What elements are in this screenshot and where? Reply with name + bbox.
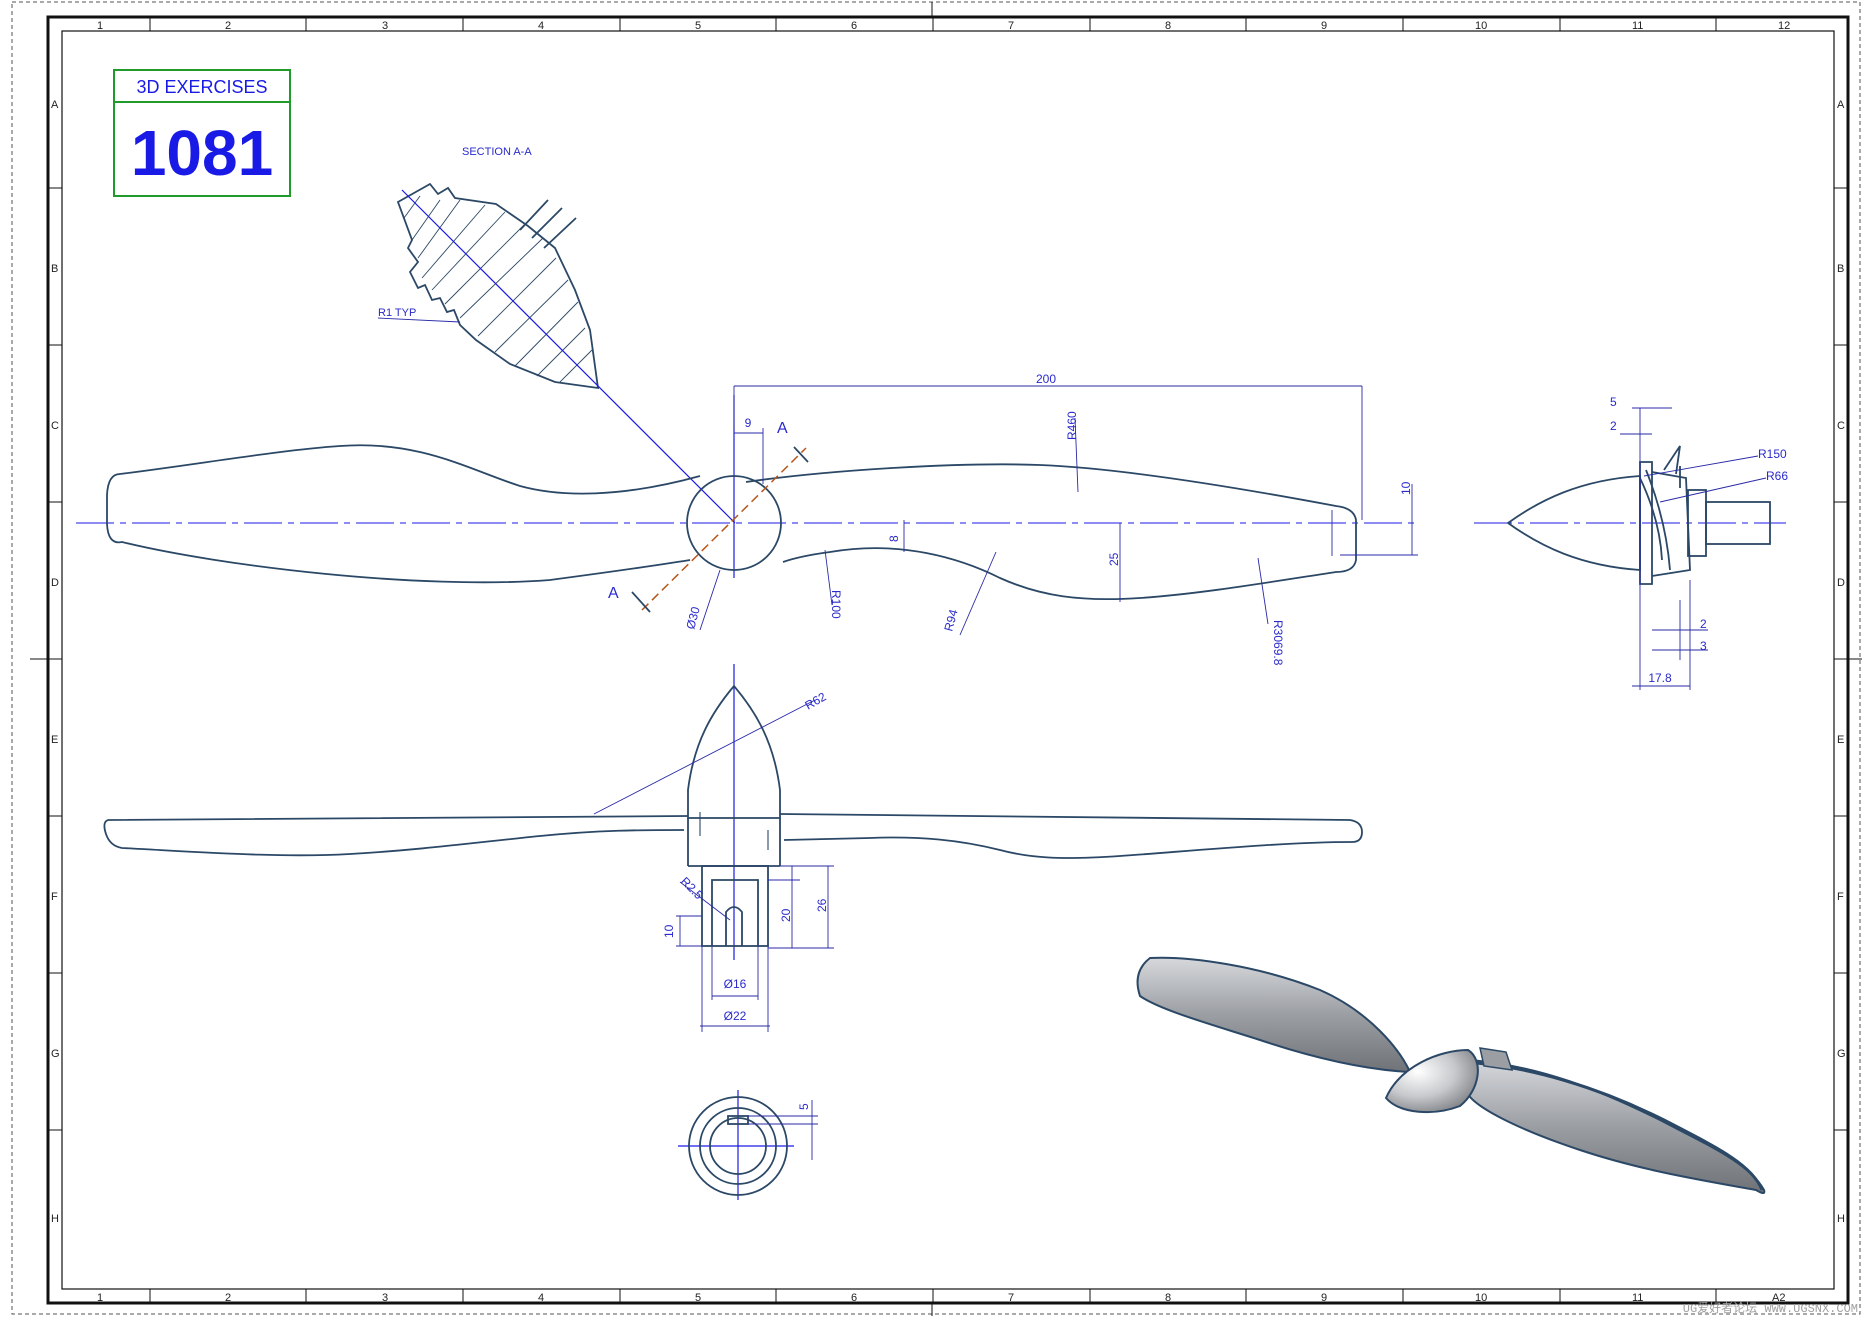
zone-row-label: G: [1837, 1048, 1846, 1060]
dim-right-r-outer: R150: [1758, 447, 1787, 461]
zone-col-label: 9: [1321, 20, 1327, 32]
dim-spinner-radius: R62: [803, 689, 829, 712]
dim-hub-length: 26: [815, 898, 829, 912]
zone-col-label: 7: [1008, 20, 1014, 32]
dim-right-width: 17.8: [1648, 671, 1672, 685]
exercise-number: 1081: [131, 117, 273, 189]
zone-col-label: 5: [695, 20, 701, 32]
zone-col-label: 11: [1632, 1292, 1643, 1304]
zone-labels-left: A B C D E F G H: [51, 99, 60, 1225]
trim-border: [11, 1, 1861, 1315]
title-block-header: 3D EXERCISES: [136, 77, 267, 97]
zone-frame: [46, 15, 1850, 1305]
dim-right-d1: 5: [1610, 395, 1617, 409]
zone-labels-top: 1 2 3 4 5 6 7 8 9 10 11 12: [97, 20, 1790, 32]
zone-col-label: 1: [97, 20, 103, 32]
title-block: 3D EXERCISES 1081: [113, 69, 291, 197]
section-view: SECTION A-A R1 TYP: [377, 146, 736, 524]
watermark: UG爱好者论坛 WWW.UGSNX.COM: [1683, 1301, 1858, 1316]
dim-hub-dia-side: Ø22: [724, 1009, 747, 1023]
zone-labels-bottom: 1 2 3 4 5 6 7 8 9 10 11 A2: [97, 1292, 1785, 1304]
dim-shaft-dia: Ø16: [724, 977, 747, 991]
end-view: 5: [678, 1090, 818, 1200]
zone-row-label: F: [1837, 891, 1844, 903]
zone-col-label: A2: [1772, 1292, 1785, 1304]
dim-hub-offset: 9: [745, 416, 752, 430]
zone-col-label: 4: [538, 1292, 544, 1304]
zone-row-label: E: [51, 734, 58, 746]
zone-col-label: 6: [851, 1292, 857, 1304]
dim-right-r-inner: R66: [1766, 469, 1788, 483]
zone-row-label: C: [51, 420, 59, 432]
zone-row-label: B: [1837, 263, 1844, 275]
zone-col-label: 3: [382, 1292, 388, 1304]
zone-col-label: 7: [1008, 1292, 1014, 1304]
inner-frame: [61, 30, 1835, 1290]
dim-r-bottom-root: R100: [829, 590, 843, 619]
zone-row-label: F: [51, 891, 58, 903]
zone-col-label: 1: [97, 1292, 103, 1304]
dim-right-d2: 2: [1610, 419, 1617, 433]
zone-row-label: D: [51, 577, 59, 589]
zone-col-label: 6: [851, 20, 857, 32]
dim-hub-dia: Ø30: [683, 605, 702, 631]
dim-key-width: 5: [797, 1103, 811, 1110]
zone-ticks: [48, 17, 1848, 1303]
zone-row-label: B: [51, 263, 58, 275]
zone-col-label: 10: [1475, 1292, 1487, 1304]
dim-root-offset: 8: [887, 535, 901, 542]
zone-row-label: A: [1837, 99, 1845, 111]
zone-col-label: 11: [1632, 20, 1643, 32]
zone-row-label: D: [1837, 577, 1845, 589]
cut-mark-a-bottom: A: [608, 585, 619, 602]
fillet-note: R1 TYP: [378, 307, 416, 319]
zone-row-label: H: [1837, 1213, 1845, 1225]
right-view: 5 2 R150 R66 2 3 17.8: [1474, 395, 1788, 690]
isometric-render: [1136, 956, 1766, 1194]
zone-col-label: 2: [225, 20, 231, 32]
zone-col-label: 3: [382, 20, 388, 32]
zone-col-label: 12: [1778, 20, 1790, 32]
zone-labels-right: A B C D E F G H: [1837, 99, 1846, 1225]
section-title: SECTION A-A: [462, 146, 532, 158]
zone-row-label: A: [51, 99, 59, 111]
dim-r-tip: R3069.8: [1271, 620, 1285, 666]
zone-col-label: 5: [695, 1292, 701, 1304]
dim-tip-height: 10: [1399, 481, 1413, 495]
zone-col-label: 4: [538, 20, 544, 32]
zone-col-label: 10: [1475, 20, 1487, 32]
zone-row-label: G: [51, 1048, 60, 1060]
zone-col-label: 8: [1165, 1292, 1171, 1304]
zone-col-label: 2: [225, 1292, 231, 1304]
cut-mark-a-top: A: [777, 420, 788, 437]
dim-length: 200: [1036, 372, 1056, 386]
top-view: A A 200 9 10 8 25 R460 R100 R94 R3069.8 …: [76, 372, 1420, 666]
dim-right-d3: 2: [1700, 617, 1707, 631]
dim-shaft-length: 20: [779, 908, 793, 922]
dim-blade-width: 25: [1107, 552, 1121, 566]
zone-col-label: 9: [1321, 1292, 1327, 1304]
centering-marks: [30, 2, 1862, 1316]
zone-row-label: E: [1837, 734, 1844, 746]
dim-r-bottom-mid: R94: [941, 608, 960, 633]
zone-col-label: 8: [1165, 20, 1171, 32]
zone-row-label: C: [1837, 420, 1845, 432]
dim-right-d4: 3: [1700, 639, 1707, 653]
zone-row-label: H: [51, 1213, 59, 1225]
dim-slot-depth: 10: [662, 924, 676, 938]
dim-r-top: R460: [1065, 411, 1079, 440]
